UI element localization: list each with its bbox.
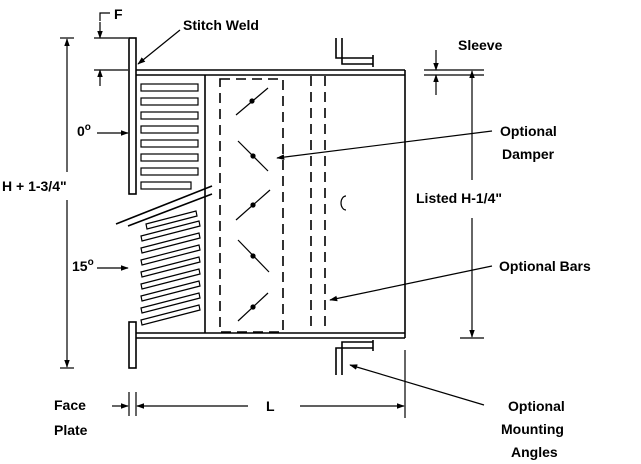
- face-plate: [128, 37, 137, 369]
- l-label: L: [266, 398, 275, 414]
- sleeve-body: [136, 69, 406, 339]
- airflow-symbol: [340, 195, 347, 211]
- h-plus-label: H + 1-3/4": [2, 178, 67, 194]
- break-line: [115, 185, 213, 227]
- l-dimension: [112, 350, 406, 418]
- mounting-angles-label-line3: Angles: [511, 444, 558, 460]
- fifteen-deg-label: 15o: [72, 257, 94, 274]
- listed-label: Listed H-1/4": [416, 190, 502, 206]
- face-plate-label-line1: Face: [54, 397, 86, 413]
- sleeve-dimension: [424, 50, 484, 95]
- blades-0-deg: [140, 83, 199, 190]
- mounting-angles: [335, 38, 374, 375]
- leader-lines: [97, 29, 493, 406]
- listed-dimension: [460, 70, 484, 339]
- h-plus-dimension: [60, 37, 74, 369]
- sleeve-label: Sleeve: [458, 37, 503, 53]
- optional-damper-label-line2: Damper: [502, 146, 555, 162]
- stitch-weld-label: Stitch Weld: [183, 17, 259, 33]
- zero-deg-label: 0o: [77, 122, 91, 139]
- mounting-angles-label-line1: Optional: [508, 398, 565, 414]
- optional-bars-label: Optional Bars: [499, 258, 591, 274]
- damper: [219, 78, 284, 333]
- f-label: F: [114, 6, 123, 22]
- face-plate-label-line2: Plate: [54, 422, 88, 438]
- f-dimension: [94, 12, 128, 86]
- optional-damper-label-line1: Optional: [500, 123, 557, 139]
- blades-15-deg: [140, 210, 201, 326]
- mounting-angles-label-line2: Mounting: [501, 421, 564, 437]
- optional-bars: [310, 76, 326, 332]
